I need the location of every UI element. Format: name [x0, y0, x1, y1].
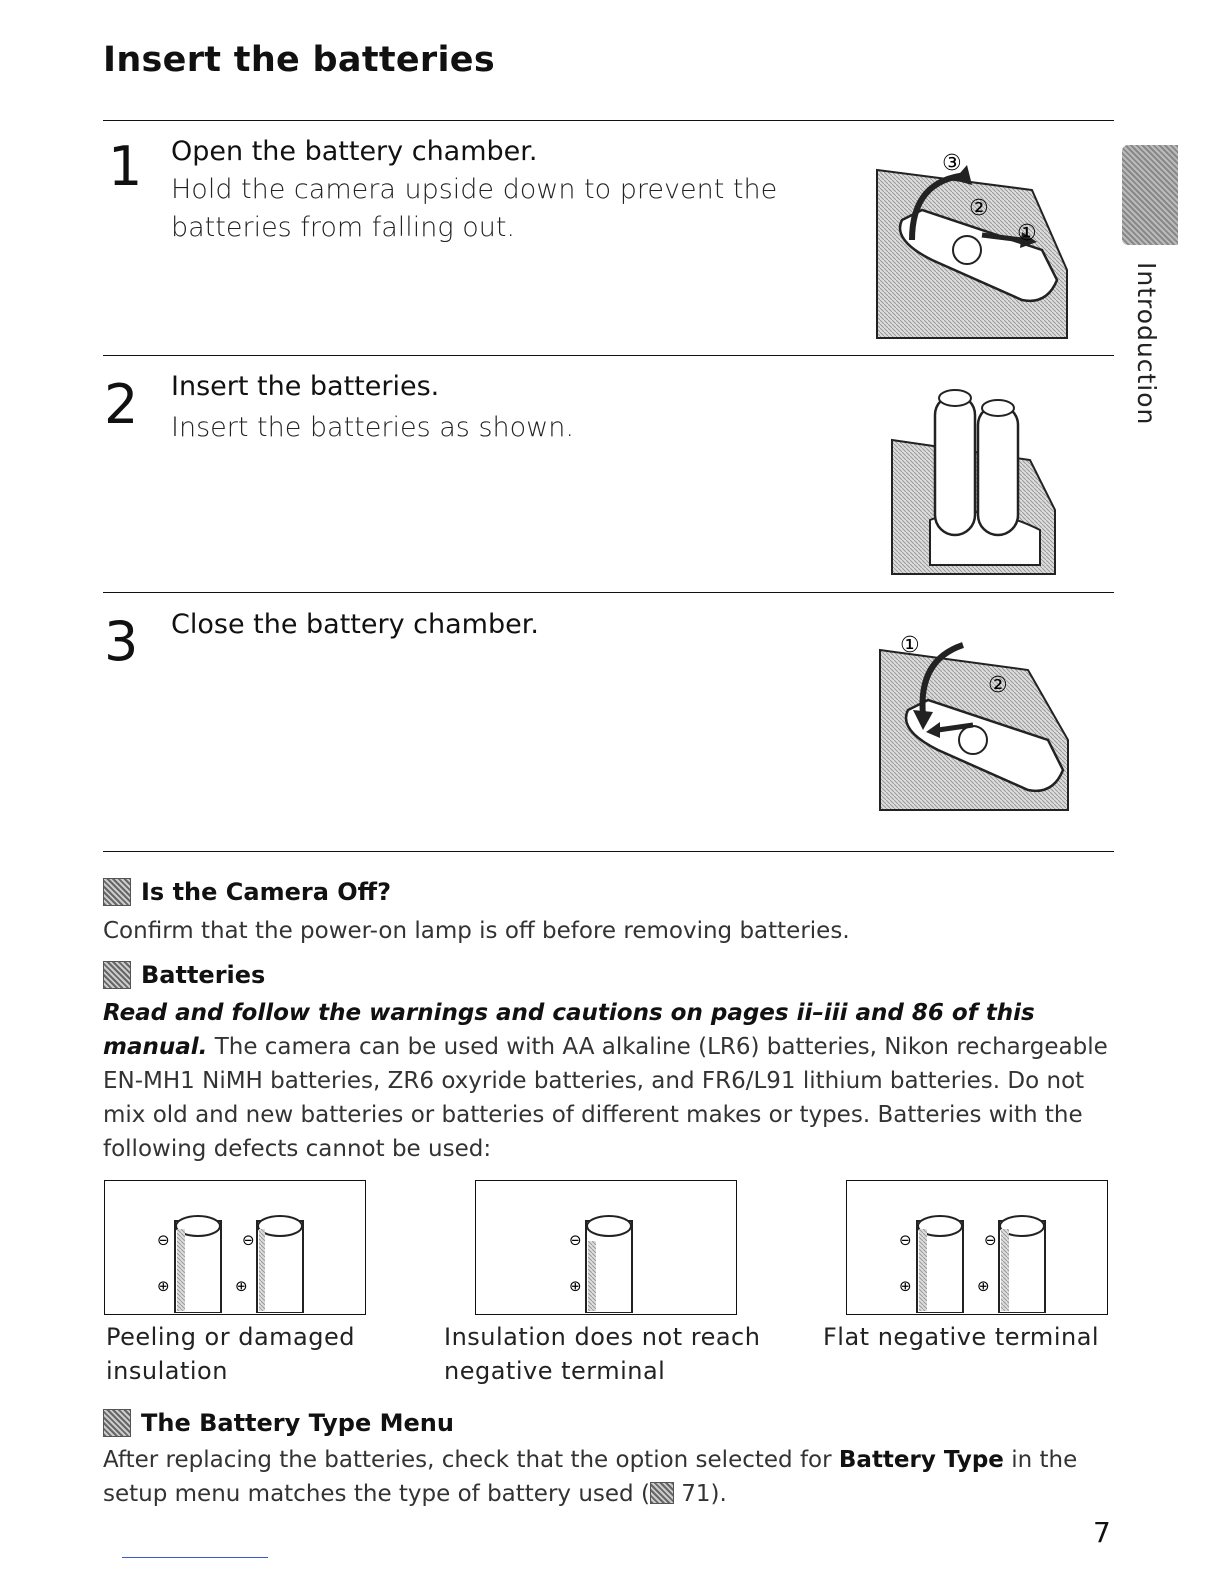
- battery-icon: [976, 403, 1020, 537]
- step-number: 2: [104, 373, 139, 436]
- section-tab-marker: [1122, 145, 1178, 245]
- divider: [103, 120, 1114, 121]
- callout-1: ①: [1017, 221, 1037, 246]
- divider: [103, 355, 1114, 356]
- close-chamber-illustration: ① ②: [879, 633, 1069, 811]
- note-heading-text: Is the Camera Off?: [141, 878, 392, 906]
- note-heading-text: Batteries: [141, 961, 266, 989]
- svg-text:⊖: ⊖: [569, 1231, 582, 1249]
- step-heading: Open the battery chamber.: [171, 136, 538, 167]
- defect-caption: Flat negative terminal: [823, 1323, 1100, 1351]
- note-heading-text: The Battery Type Menu: [141, 1409, 454, 1437]
- page-title: Insert the batteries: [103, 40, 495, 80]
- svg-text:⊖: ⊖: [984, 1231, 997, 1249]
- defect-caption: Insulation does not reach negative termi…: [444, 1323, 761, 1385]
- note-heading: The Battery Type Menu: [103, 1409, 454, 1437]
- open-chamber-illustration: ③ ② ①: [876, 151, 1068, 339]
- svg-text:⊕: ⊕: [899, 1277, 912, 1295]
- callout-3: ③: [942, 151, 962, 176]
- svg-text:⊖: ⊖: [242, 1231, 255, 1249]
- divider: [103, 592, 1114, 593]
- batteries-note-body: Read and follow the warnings and caution…: [103, 996, 1113, 1166]
- divider: [103, 851, 1114, 852]
- note-heading: Is the Camera Off?: [103, 878, 391, 906]
- arrow-up-icon: [909, 172, 968, 241]
- defect-illustration-flat-terminal: ⊖ ⊕ ⊖ ⊕: [846, 1180, 1108, 1315]
- page-number: 7: [1093, 1516, 1111, 1549]
- defect-illustration-insulation: ⊖ ⊕: [475, 1180, 737, 1315]
- svg-text:⊕: ⊕: [977, 1277, 990, 1295]
- pencil-note-icon: [103, 1409, 131, 1437]
- step-description: Hold the camera upside down to prevent t…: [171, 174, 778, 243]
- step-heading: Close the battery chamber.: [171, 609, 539, 640]
- step-number: 1: [108, 135, 143, 198]
- svg-text:⊕: ⊕: [235, 1277, 248, 1295]
- insert-batteries-illustration: [891, 389, 1056, 575]
- defect-caption: Peeling or damaged insulation: [106, 1323, 355, 1385]
- svg-text:⊕: ⊕: [157, 1277, 170, 1295]
- callout-2: ②: [988, 673, 1008, 698]
- warning-emphasis: Read and follow the warnings and caution…: [103, 1000, 1035, 1060]
- arrow-down-icon: [919, 642, 965, 716]
- svg-text:⊖: ⊖: [899, 1231, 912, 1249]
- batteries-body-text: The camera can be used with AA alkaline …: [103, 1034, 1108, 1162]
- battery-icon: [933, 393, 977, 537]
- battery-type-note-body: After replacing the batteries, check tha…: [103, 1447, 1078, 1507]
- svg-text:⊖: ⊖: [157, 1231, 170, 1249]
- caution-check-icon: [103, 961, 131, 989]
- note-heading: Batteries: [103, 961, 265, 989]
- callout-2: ②: [969, 196, 989, 221]
- section-tab-label: Introduction: [1132, 262, 1161, 426]
- defect-illustration-peeling: ⊖ ⊕ ⊖ ⊕: [104, 1180, 366, 1315]
- step-description: Insert the batteries as shown.: [171, 412, 574, 443]
- menu-item-battery-type: Battery Type: [838, 1447, 1004, 1473]
- note-body: Confirm that the power-on lamp is off be…: [103, 918, 850, 944]
- svg-text:⊕: ⊕: [569, 1277, 582, 1295]
- page-reference-icon: [649, 1482, 674, 1504]
- footer-line: [122, 1557, 268, 1558]
- caution-check-icon: [103, 878, 131, 906]
- step-number: 3: [104, 610, 139, 673]
- callout-1: ①: [900, 633, 920, 658]
- step-heading: Insert the batteries.: [171, 371, 440, 402]
